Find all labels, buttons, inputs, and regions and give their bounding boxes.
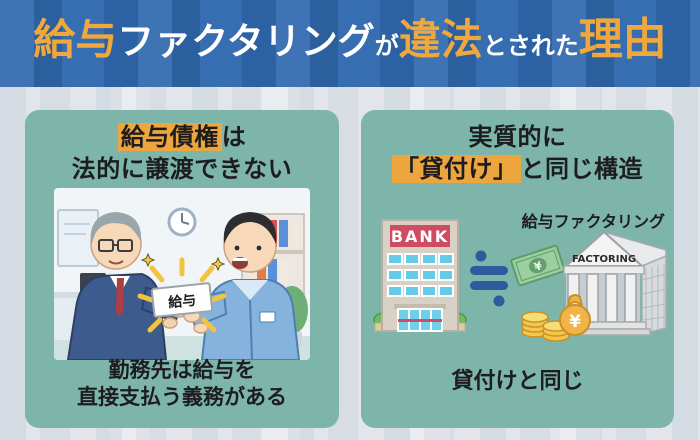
card-title: 実質的に 「貸付け」と同じ構造 xyxy=(361,122,674,185)
card-title: 給与債権は 法的に譲渡できない xyxy=(25,122,339,185)
banner-segment: とされた xyxy=(482,32,579,60)
bank-sign-label: BANK xyxy=(391,227,449,246)
card-caption: 勤務先は給与を 直接支払う義務がある xyxy=(25,357,339,412)
factoring-sign-label: FACTORING xyxy=(572,254,636,265)
bank-sign xyxy=(390,225,450,247)
banner-segment: 違法 xyxy=(398,15,483,64)
caption-line-2: 直接支払う義務がある xyxy=(77,385,287,410)
sparkle-rays xyxy=(137,257,227,333)
title-tail: は xyxy=(221,123,247,151)
caption-line-1: 勤務先は給与を xyxy=(108,357,256,382)
title-line-1: 実質的に xyxy=(468,123,567,151)
factoring-label: 給与ファクタリング xyxy=(522,212,665,231)
clock-icon xyxy=(167,207,197,237)
banner-segment: 理由 xyxy=(578,14,667,65)
title-highlight: 給与債権 xyxy=(117,123,222,151)
card-lending-structure: 実質的に 「貸付け」と同じ構造 給与ファクタリング BANK xyxy=(361,110,674,428)
worker-figure xyxy=(183,212,301,360)
bank-building-icon: BANK xyxy=(373,219,467,332)
title-line-2: 「貸付け」と同じ構造 xyxy=(361,154,674,186)
banner-segment: 給与 xyxy=(33,15,118,64)
card-salary-claim: 給与債権は 法的に譲渡できない xyxy=(25,110,339,428)
title-highlight: 「貸付け」 xyxy=(392,154,521,183)
title-line-1: 給与債権は xyxy=(25,122,339,154)
approximately-equal-icon xyxy=(470,250,508,307)
banner: 給与ファクタリングが違法とされた理由 xyxy=(0,0,700,87)
banknote-icon: ¥ xyxy=(510,244,566,287)
money-bag-currency: ¥ xyxy=(569,312,581,332)
illustration-bank-vs-factoring: 給与ファクタリング BANK xyxy=(368,206,668,358)
banner-segment: ファクタリング xyxy=(117,20,375,63)
money-bag-icon: ¥ xyxy=(559,294,591,336)
salary-envelope: 給与 xyxy=(150,282,214,318)
banknote-currency: ¥ xyxy=(533,259,545,274)
illustration-office-scene: 給与 xyxy=(54,188,310,360)
sparkle-icon xyxy=(140,252,226,272)
coins-icon xyxy=(521,311,570,342)
title-line-2: 法的に譲渡できない xyxy=(71,154,293,183)
banner-segment: が xyxy=(374,32,399,60)
envelope-label: 給与 xyxy=(167,292,197,312)
title-tail: と同じ構造 xyxy=(520,154,643,183)
card-caption: 貸付けと同じ xyxy=(451,368,584,394)
